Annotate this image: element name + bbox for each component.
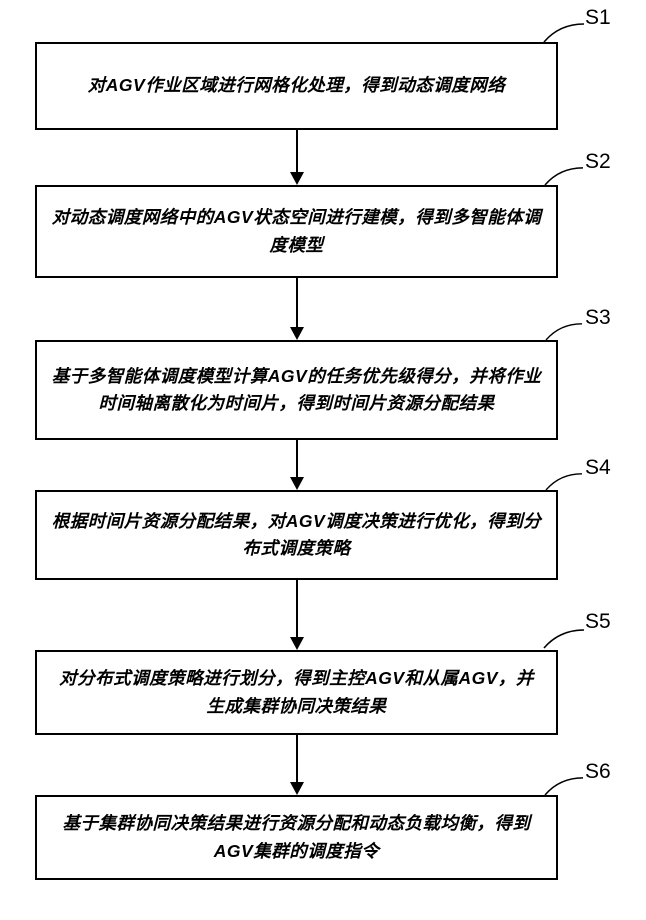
step-text-s2: 对动态调度网络中的AGV状态空间进行建模，得到多智能体调度模型 [51, 207, 542, 255]
arrowhead-icon [290, 477, 304, 490]
leader-line-s5 [543, 629, 585, 649]
step-text-s1: 对AGV作业区域进行网格化处理，得到动态调度网络 [87, 75, 506, 96]
flow-arrow-5 [289, 735, 305, 795]
step-text-s3: 基于多智能体调度模型计算AGV的任务优先级得分，并将作业时间轴离散化为时间片，得… [51, 365, 542, 413]
step-box-s2: 对动态调度网络中的AGV状态空间进行建模，得到多智能体调度模型 [35, 185, 558, 278]
arrow-line [295, 440, 299, 477]
flow-arrow-4 [289, 580, 305, 650]
arrow-line [295, 735, 299, 782]
step-box-s1: 对AGV作业区域进行网格化处理，得到动态调度网络 [35, 42, 558, 130]
flow-arrow-3 [289, 440, 305, 490]
leader-line-s2 [544, 167, 584, 185]
step-text-s4: 根据时间片资源分配结果，对AGV调度决策进行优化，得到分布式调度策略 [51, 510, 542, 558]
step-text-s5: 对分布式调度策略进行划分，得到主控AGV和从属AGV，并生成集群协同决策结果 [59, 668, 534, 716]
step-label-s4: S4 [585, 456, 611, 479]
arrowhead-icon [290, 327, 304, 340]
step-text-s6: 基于集群协同决策结果进行资源分配和动态负载均衡，得到AGV集群的调度指令 [62, 813, 531, 861]
step-label-s5: S5 [585, 610, 611, 633]
step-box-s4: 根据时间片资源分配结果，对AGV调度决策进行优化，得到分布式调度策略 [35, 490, 558, 580]
step-label-s6: S6 [585, 760, 611, 783]
arrowhead-icon [290, 782, 304, 795]
step-label-s2: S2 [585, 150, 611, 173]
leader-line-s3 [545, 323, 583, 340]
leader-line-s6 [544, 777, 584, 795]
leader-line-s4 [545, 473, 583, 490]
flow-arrow-2 [289, 278, 305, 340]
step-label-s1: S1 [585, 6, 611, 29]
step-label-s3: S3 [585, 306, 611, 329]
step-box-s6: 基于集群协同决策结果进行资源分配和动态负载均衡，得到AGV集群的调度指令 [35, 795, 558, 880]
arrow-line [295, 580, 299, 637]
arrow-line [295, 278, 299, 327]
step-box-s3: 基于多智能体调度模型计算AGV的任务优先级得分，并将作业时间轴离散化为时间片，得… [35, 340, 558, 440]
arrowhead-icon [290, 637, 304, 650]
step-box-s5: 对分布式调度策略进行划分，得到主控AGV和从属AGV，并生成集群协同决策结果 [35, 650, 558, 735]
flow-arrow-1 [289, 130, 305, 185]
leader-line-s1 [543, 23, 585, 42]
arrow-line [295, 130, 299, 172]
arrowhead-icon [290, 172, 304, 185]
